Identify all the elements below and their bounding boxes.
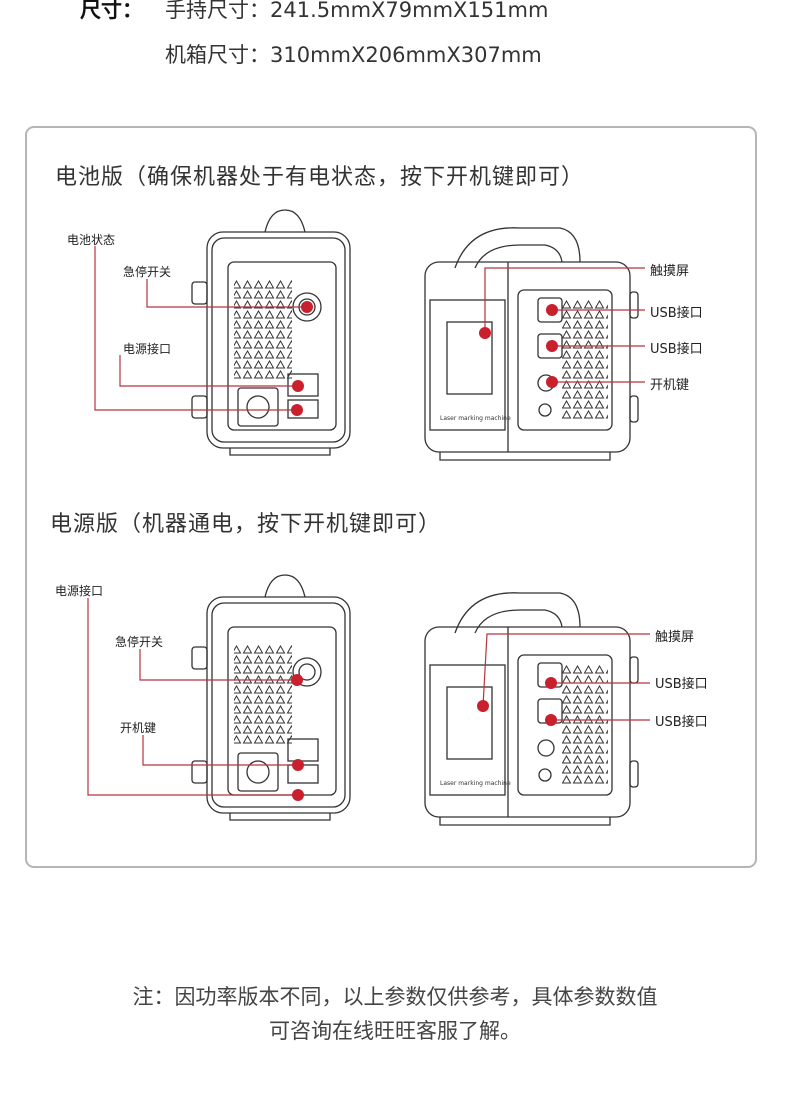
label-power-port: 电源接口	[123, 342, 172, 356]
label-usb-port-2: USB接口	[655, 715, 708, 730]
label-battery-status: 电池状态	[67, 233, 116, 247]
callout-lines	[87, 246, 650, 796]
label-usb-port-1: USB接口	[650, 306, 703, 321]
label-power-key: 开机键	[120, 721, 157, 735]
case-size: 机箱尺寸：310mmX206mmX307mm	[165, 43, 542, 67]
case-device-power	[424, 592, 639, 826]
label-power-port: 电源接口	[55, 584, 104, 598]
handheld-device-battery	[191, 209, 351, 456]
note-line-2: 可咨询在线旺旺客服了解。	[269, 1019, 521, 1043]
label-usb-port-2: USB接口	[650, 342, 703, 357]
power-version-title: 电源版（机器通电，按下开机键即可）	[50, 512, 442, 537]
handheld-size: 手持尺寸：241.5mmX79mmX151mm	[165, 0, 549, 22]
case-device-battery	[424, 227, 639, 461]
label-emergency-stop: 急停开关	[115, 635, 164, 649]
label-usb-port-1: USB接口	[655, 677, 708, 692]
spec-key: 尺寸：	[80, 0, 143, 22]
note-line-1: 注：因功率版本不同，以上参数仅供参考，具体参数数值	[132, 985, 658, 1009]
label-touchscreen: 触摸屏	[655, 630, 695, 645]
label-power-key: 开机键	[650, 378, 690, 393]
battery-version-title: 电池版（确保机器处于有电状态，按下开机键即可）	[55, 165, 585, 190]
label-touchscreen: 触摸屏	[650, 264, 690, 279]
label-emergency-stop: 急停开关	[123, 265, 172, 279]
callout-dots	[291, 301, 558, 801]
handheld-device-power	[191, 574, 351, 821]
diagram-frame	[25, 126, 757, 868]
